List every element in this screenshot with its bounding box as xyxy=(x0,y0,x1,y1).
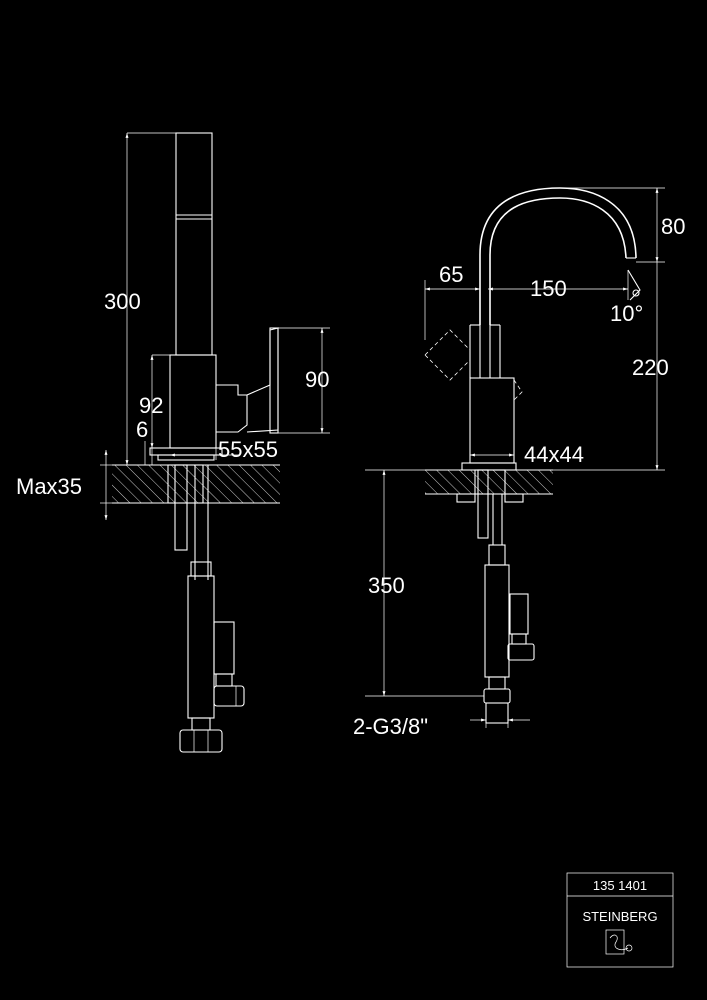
dim-right-base: 44x44 xyxy=(524,442,584,467)
right-deck xyxy=(425,470,553,494)
dim-left-lever: 90 xyxy=(305,367,329,392)
steinberg-logo-icon xyxy=(605,929,633,955)
dim-right-offset: 65 xyxy=(439,262,463,287)
dim-right-spout-height: 220 xyxy=(632,355,669,380)
dim-left-base: 55x55 xyxy=(218,437,278,462)
dim-right-angle: 10° xyxy=(610,301,643,326)
dim-left-offset: 6 xyxy=(136,417,148,442)
dim-left-height-total: 300 xyxy=(104,289,141,314)
dim-right-connection: 2-G3/8" xyxy=(353,714,428,739)
dim-left-max-deck: Max35 xyxy=(16,474,82,499)
left-deck xyxy=(112,465,280,503)
left-lever xyxy=(216,384,248,433)
left-column xyxy=(175,132,213,356)
titleblock-brand: STEINBERG xyxy=(582,909,657,924)
right-view xyxy=(365,187,665,728)
dim-left-height-body: 92 xyxy=(139,393,163,418)
right-spout xyxy=(479,187,637,325)
dim-right-hose-length: 350 xyxy=(368,573,405,598)
titleblock-code: 135 1401 xyxy=(593,878,647,893)
title-block: 135 1401 STEINBERG xyxy=(566,872,674,968)
right-body xyxy=(469,377,515,464)
dim-right-reach: 150 xyxy=(530,276,567,301)
dim-right-spout-rise: 80 xyxy=(661,214,685,239)
left-view xyxy=(100,132,330,753)
left-body xyxy=(169,354,217,449)
